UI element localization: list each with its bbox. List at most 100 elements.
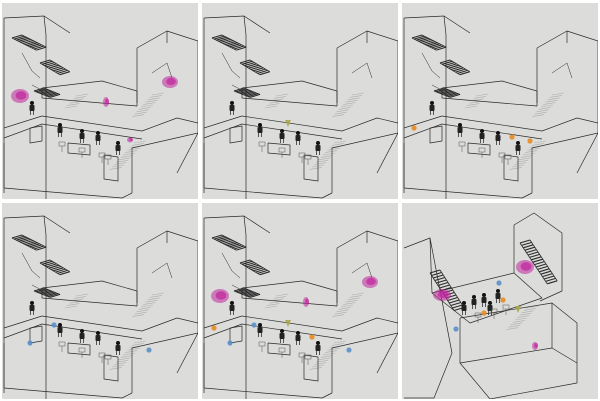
window-mid (267, 342, 291, 356)
desk (278, 147, 286, 158)
stair-right (519, 239, 558, 285)
markers (411, 125, 533, 144)
ghost-stairs-upper (132, 292, 165, 317)
panel-p6 (402, 203, 598, 399)
person-figure (315, 341, 321, 355)
orange-mid (509, 134, 515, 140)
building-front-view (3, 15, 198, 199)
markers (11, 76, 178, 143)
door-right (303, 154, 319, 182)
desk (258, 141, 266, 152)
desk (502, 304, 510, 315)
fire-escape-lower (33, 287, 61, 298)
ghost-stairs-lower (109, 340, 147, 370)
left-tower-outline (3, 15, 47, 199)
olive-pin (285, 320, 291, 327)
ghost-stairs-upper (332, 92, 365, 117)
person-figure (471, 295, 477, 309)
ghost-stairs-mid (264, 293, 289, 309)
fire-escape-lower (233, 287, 261, 298)
ghost-stairs-mid (264, 93, 289, 109)
fire-escape-upper (211, 234, 247, 251)
person-figure (57, 123, 63, 137)
ghost-stairs-upper (332, 292, 365, 317)
door-right (103, 154, 119, 182)
window-mid (67, 342, 91, 356)
orange-mid (309, 334, 315, 340)
fire-escape-middle (239, 259, 271, 276)
desk (278, 347, 286, 358)
left-tower-outline (3, 215, 47, 399)
orange-left (411, 125, 417, 131)
fire-escape-lower (233, 87, 261, 98)
left-tower-outline (203, 15, 247, 199)
orange-left (211, 325, 217, 331)
building-front-view (203, 215, 398, 399)
door-left (229, 125, 243, 144)
person-figure (515, 141, 521, 155)
blue-left (227, 340, 233, 346)
door-left (429, 125, 443, 144)
olive-pin (285, 120, 291, 127)
person-figure (115, 341, 121, 355)
desk (78, 347, 86, 358)
building-front-view (3, 215, 198, 399)
desk (58, 341, 66, 352)
person-figure (29, 101, 35, 115)
desk (478, 147, 486, 158)
left-tower-outline (403, 15, 447, 199)
middle-roof (41, 80, 138, 92)
panel-drawing (403, 212, 578, 399)
right-tower-outline (513, 212, 563, 302)
desk (490, 308, 498, 319)
courtyard-floor (431, 272, 543, 324)
panel-p1 (2, 3, 198, 199)
desk (304, 154, 312, 165)
panel-drawing (203, 15, 398, 199)
person-figure (315, 141, 321, 155)
ghost-stairs-upper (132, 92, 165, 117)
door-right (103, 354, 119, 382)
magenta-small-right (532, 342, 538, 350)
person-figure (295, 331, 301, 345)
person-figure (429, 101, 435, 115)
blue-right (346, 347, 352, 353)
fire-escape-middle (439, 59, 471, 76)
desk (258, 341, 266, 352)
desk (104, 354, 112, 365)
olive-pin (515, 306, 521, 313)
panel-drawing (203, 215, 398, 399)
floor-slab (203, 315, 398, 332)
fire-escape-upper (11, 34, 47, 51)
person-figure (257, 123, 263, 137)
person-figure (461, 301, 467, 315)
desk (474, 312, 482, 323)
panel-p3 (402, 3, 598, 199)
orange-right (527, 138, 533, 144)
window-mid (267, 142, 291, 156)
door-left (29, 125, 43, 144)
base-wall (3, 343, 133, 399)
window-mid (67, 142, 91, 156)
markers (211, 276, 378, 353)
person-figure (481, 293, 487, 307)
markers (433, 260, 538, 350)
magenta-blob-left (11, 89, 29, 103)
door-left (229, 325, 243, 344)
fire-escape-middle (39, 259, 71, 276)
person-figure (495, 131, 501, 145)
magenta-blob-right (362, 276, 378, 288)
blue-mid (251, 322, 257, 328)
left-wing-outline (403, 237, 453, 399)
magenta-blob-left (433, 289, 451, 301)
person-figure (79, 129, 85, 143)
person-figure (57, 323, 63, 337)
ghost-stairs-lower (309, 340, 347, 370)
fire-escape-middle (239, 59, 271, 76)
right-tower-outline (336, 230, 398, 374)
floor-slab (3, 315, 198, 332)
middle-roof (41, 280, 138, 292)
orange-left (481, 310, 487, 316)
blue-mid (496, 280, 502, 286)
magenta-small-right (127, 137, 133, 143)
